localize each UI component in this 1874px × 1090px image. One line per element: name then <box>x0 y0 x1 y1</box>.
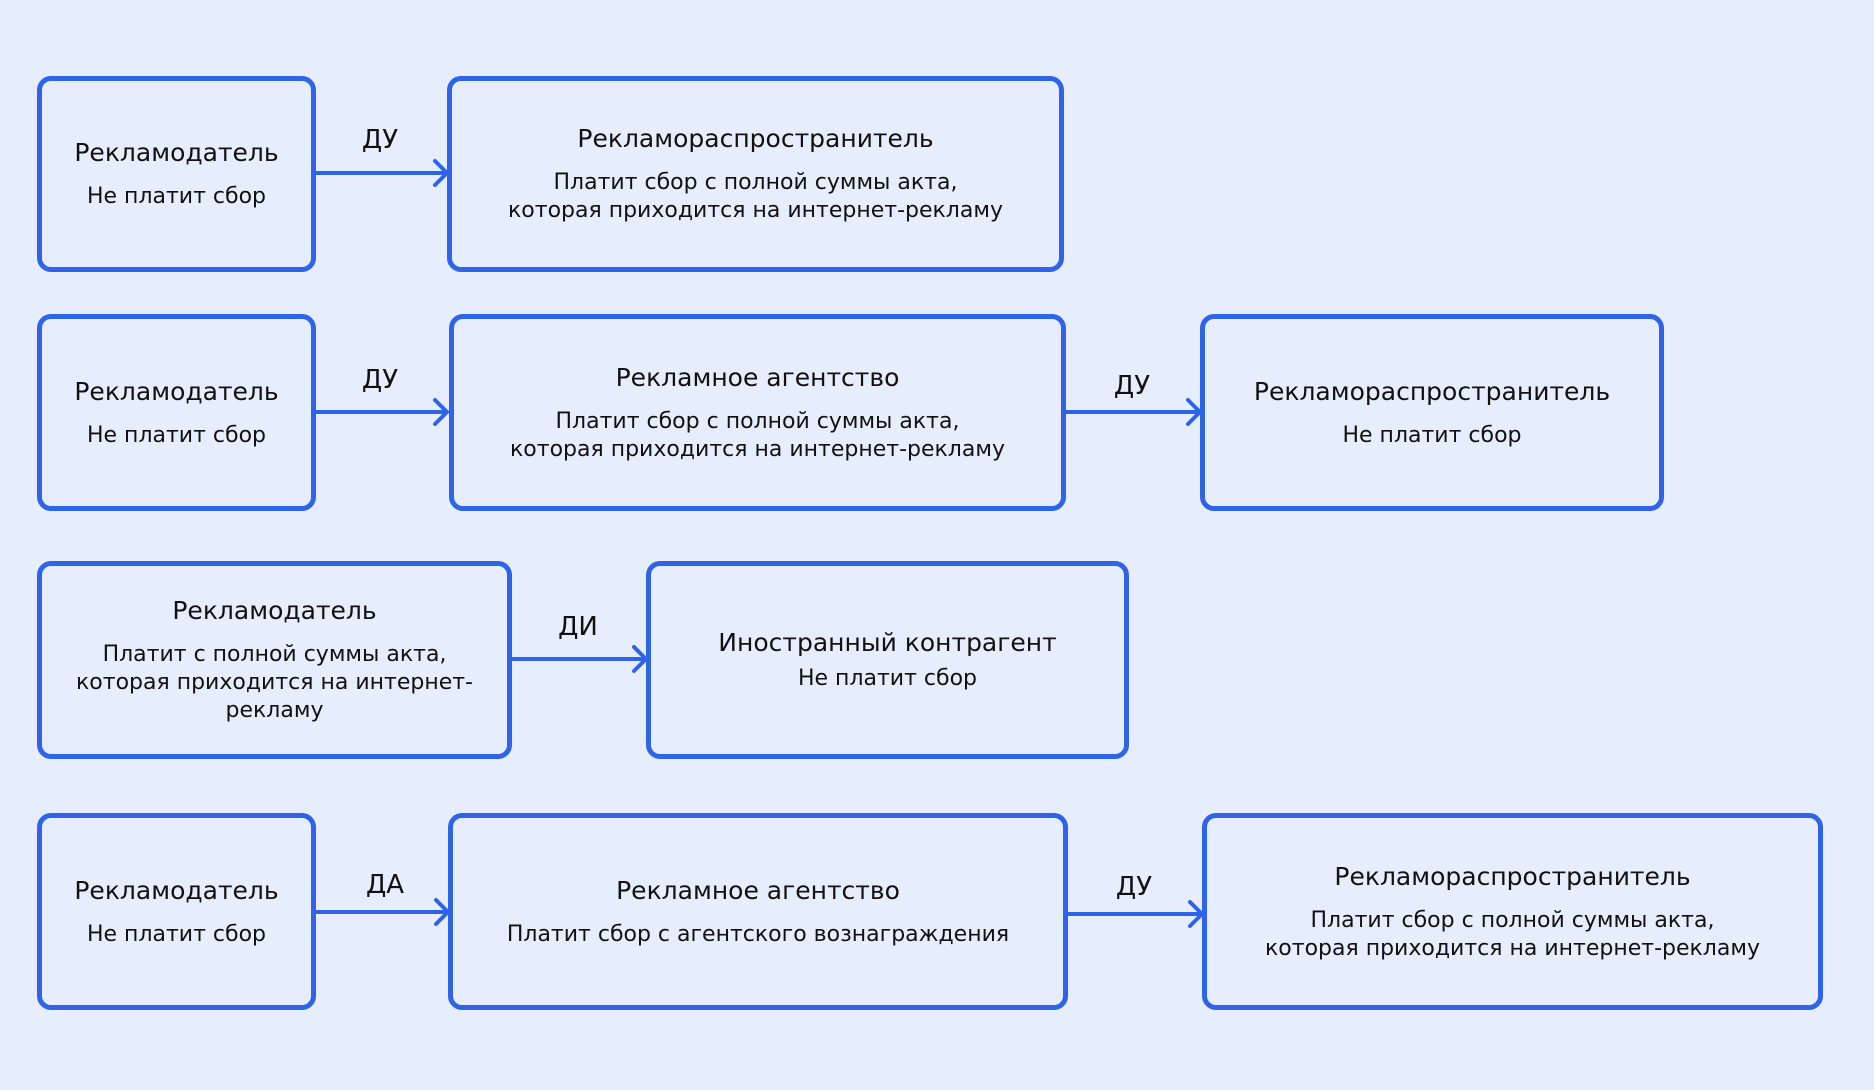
node-distributor: Рекламораспространитель Не платит сбор <box>1200 314 1664 511</box>
node-description: Платит сбор с полной суммы акта, которая… <box>1265 907 1760 961</box>
arrow-row4-1 <box>314 898 450 926</box>
node-title: Рекламодатель <box>74 376 279 406</box>
node-description: Платит сбор с полной суммы акта, которая… <box>510 408 1005 462</box>
edge-label: ДУ <box>361 365 399 395</box>
edge-label: ДА <box>365 870 405 900</box>
node-description: Не платит сбор <box>797 666 977 691</box>
node-title: Рекламораспространитель <box>1334 861 1691 891</box>
node-description: Платит сбор с полной суммы акта, которая… <box>508 170 1003 223</box>
node-title: Рекламное агентство <box>616 875 900 905</box>
node-description: Не платит сбор <box>86 184 266 209</box>
edge-label: ДУ <box>1115 872 1153 902</box>
node-title: Рекламораспространитель <box>1253 376 1611 406</box>
node-advertiser: Рекламодатель Платит с полной суммы акта… <box>37 561 512 759</box>
node-agency: Рекламное агентство Платит сбор с полной… <box>449 314 1066 511</box>
node-advertiser: Рекламодатель Не платит сбор <box>37 813 316 1010</box>
arrow-row1-1 <box>314 159 449 187</box>
arrow-row4-2 <box>1066 900 1204 928</box>
node-title: Иностранный контрагент <box>718 628 1057 657</box>
node-description: Не платит сбор <box>1342 422 1522 448</box>
node-description: Платит сбор с агентского вознаграждения <box>506 921 1010 947</box>
node-description: Не платит сбор <box>86 422 266 448</box>
node-advertiser: Рекламодатель Не платит сбор <box>37 314 316 511</box>
node-description: Не платит сбор <box>86 921 266 947</box>
node-advertiser: Рекламодатель Не платит сбор <box>37 76 316 272</box>
edge-label: ДИ <box>558 612 598 642</box>
node-distributor: Рекламораспространитель Платит сбор с по… <box>447 76 1064 272</box>
edge-label: ДУ <box>1113 371 1151 401</box>
node-title: Рекламодатель <box>172 596 377 625</box>
node-title: Рекламораспространитель <box>577 124 934 153</box>
node-title: Рекламное агентство <box>615 362 900 392</box>
arrow-row3-1 <box>510 645 648 673</box>
node-title: Рекламодатель <box>74 138 279 167</box>
node-foreign-counterparty: Иностранный контрагент Не платит сбор <box>646 561 1129 759</box>
arrow-row2-1 <box>314 398 449 426</box>
edge-label: ДУ <box>361 125 399 155</box>
node-title: Рекламодатель <box>74 875 279 905</box>
node-description: Платит с полной суммы акта, которая прих… <box>76 642 473 723</box>
node-distributor: Рекламораспространитель Платит сбор с по… <box>1202 813 1823 1010</box>
node-agency: Рекламное агентство Платит сбор с агентс… <box>448 813 1068 1010</box>
arrow-row2-2 <box>1063 398 1202 426</box>
